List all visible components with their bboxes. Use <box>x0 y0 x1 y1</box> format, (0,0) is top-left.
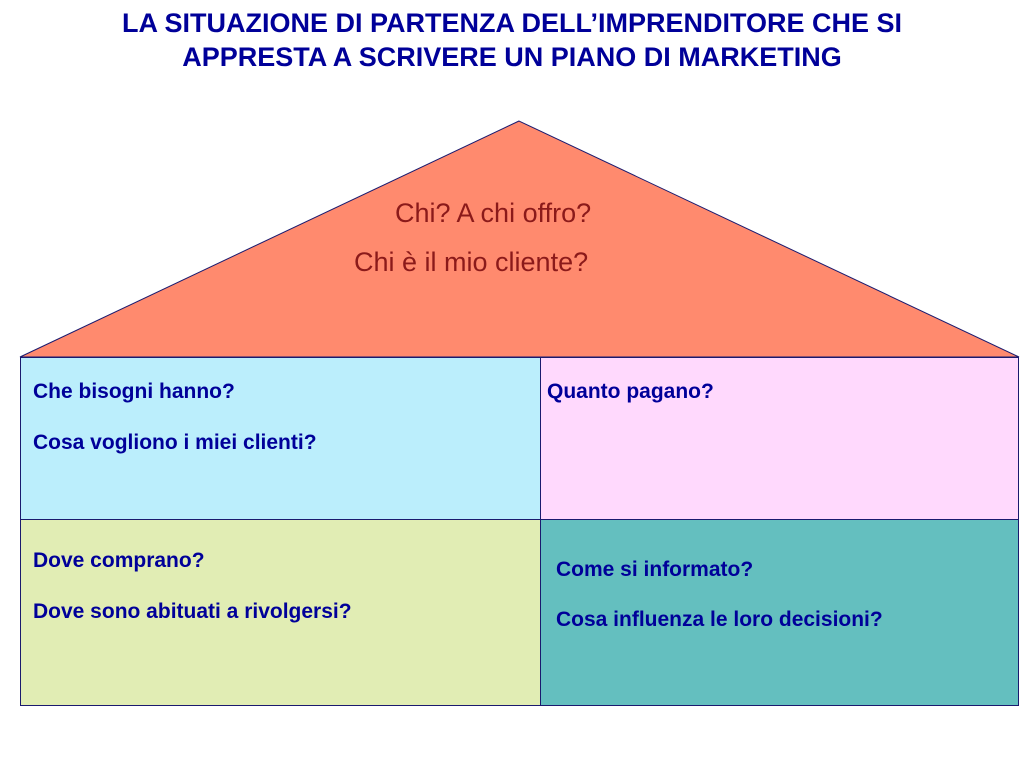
quadrant-influence-question-2: Cosa influenza le loro decisioni? <box>556 608 883 631</box>
quadrant-where-question-2: Dove sono abituati a rivolgersi? <box>33 600 352 623</box>
quadrant-influence: Come si informato? Cosa influenza le lor… <box>540 519 1019 706</box>
quadrant-influence-question-1: Come si informato? <box>556 558 754 581</box>
roof-triangle <box>19 120 1020 358</box>
roof-question-customer: Chi è il mio cliente? <box>354 247 589 277</box>
quadrant-where: Dove comprano? Dove sono abituati a rivo… <box>20 519 541 706</box>
roof-question-who: Chi? A chi offro? <box>395 198 592 228</box>
quadrant-needs-question-1: Che bisogni hanno? <box>33 380 235 403</box>
quadrant-needs-question-2: Cosa vogliono i miei clienti? <box>33 431 317 454</box>
quadrant-where-question-1: Dove comprano? <box>33 549 205 572</box>
slide-title-line2: APPRESTA A SCRIVERE UN PIANO DI MARKETIN… <box>182 42 842 72</box>
quadrant-needs: Che bisogni hanno? Cosa vogliono i miei … <box>20 357 541 520</box>
quadrant-price: Quanto pagano? <box>540 357 1019 520</box>
slide-title: LA SITUAZIONE DI PARTENZA DELL’IMPRENDIT… <box>0 6 1024 74</box>
slide-title-line1: LA SITUAZIONE DI PARTENZA DELL’IMPRENDIT… <box>121 8 903 38</box>
quadrant-price-question-1: Quanto pagano? <box>547 380 714 403</box>
